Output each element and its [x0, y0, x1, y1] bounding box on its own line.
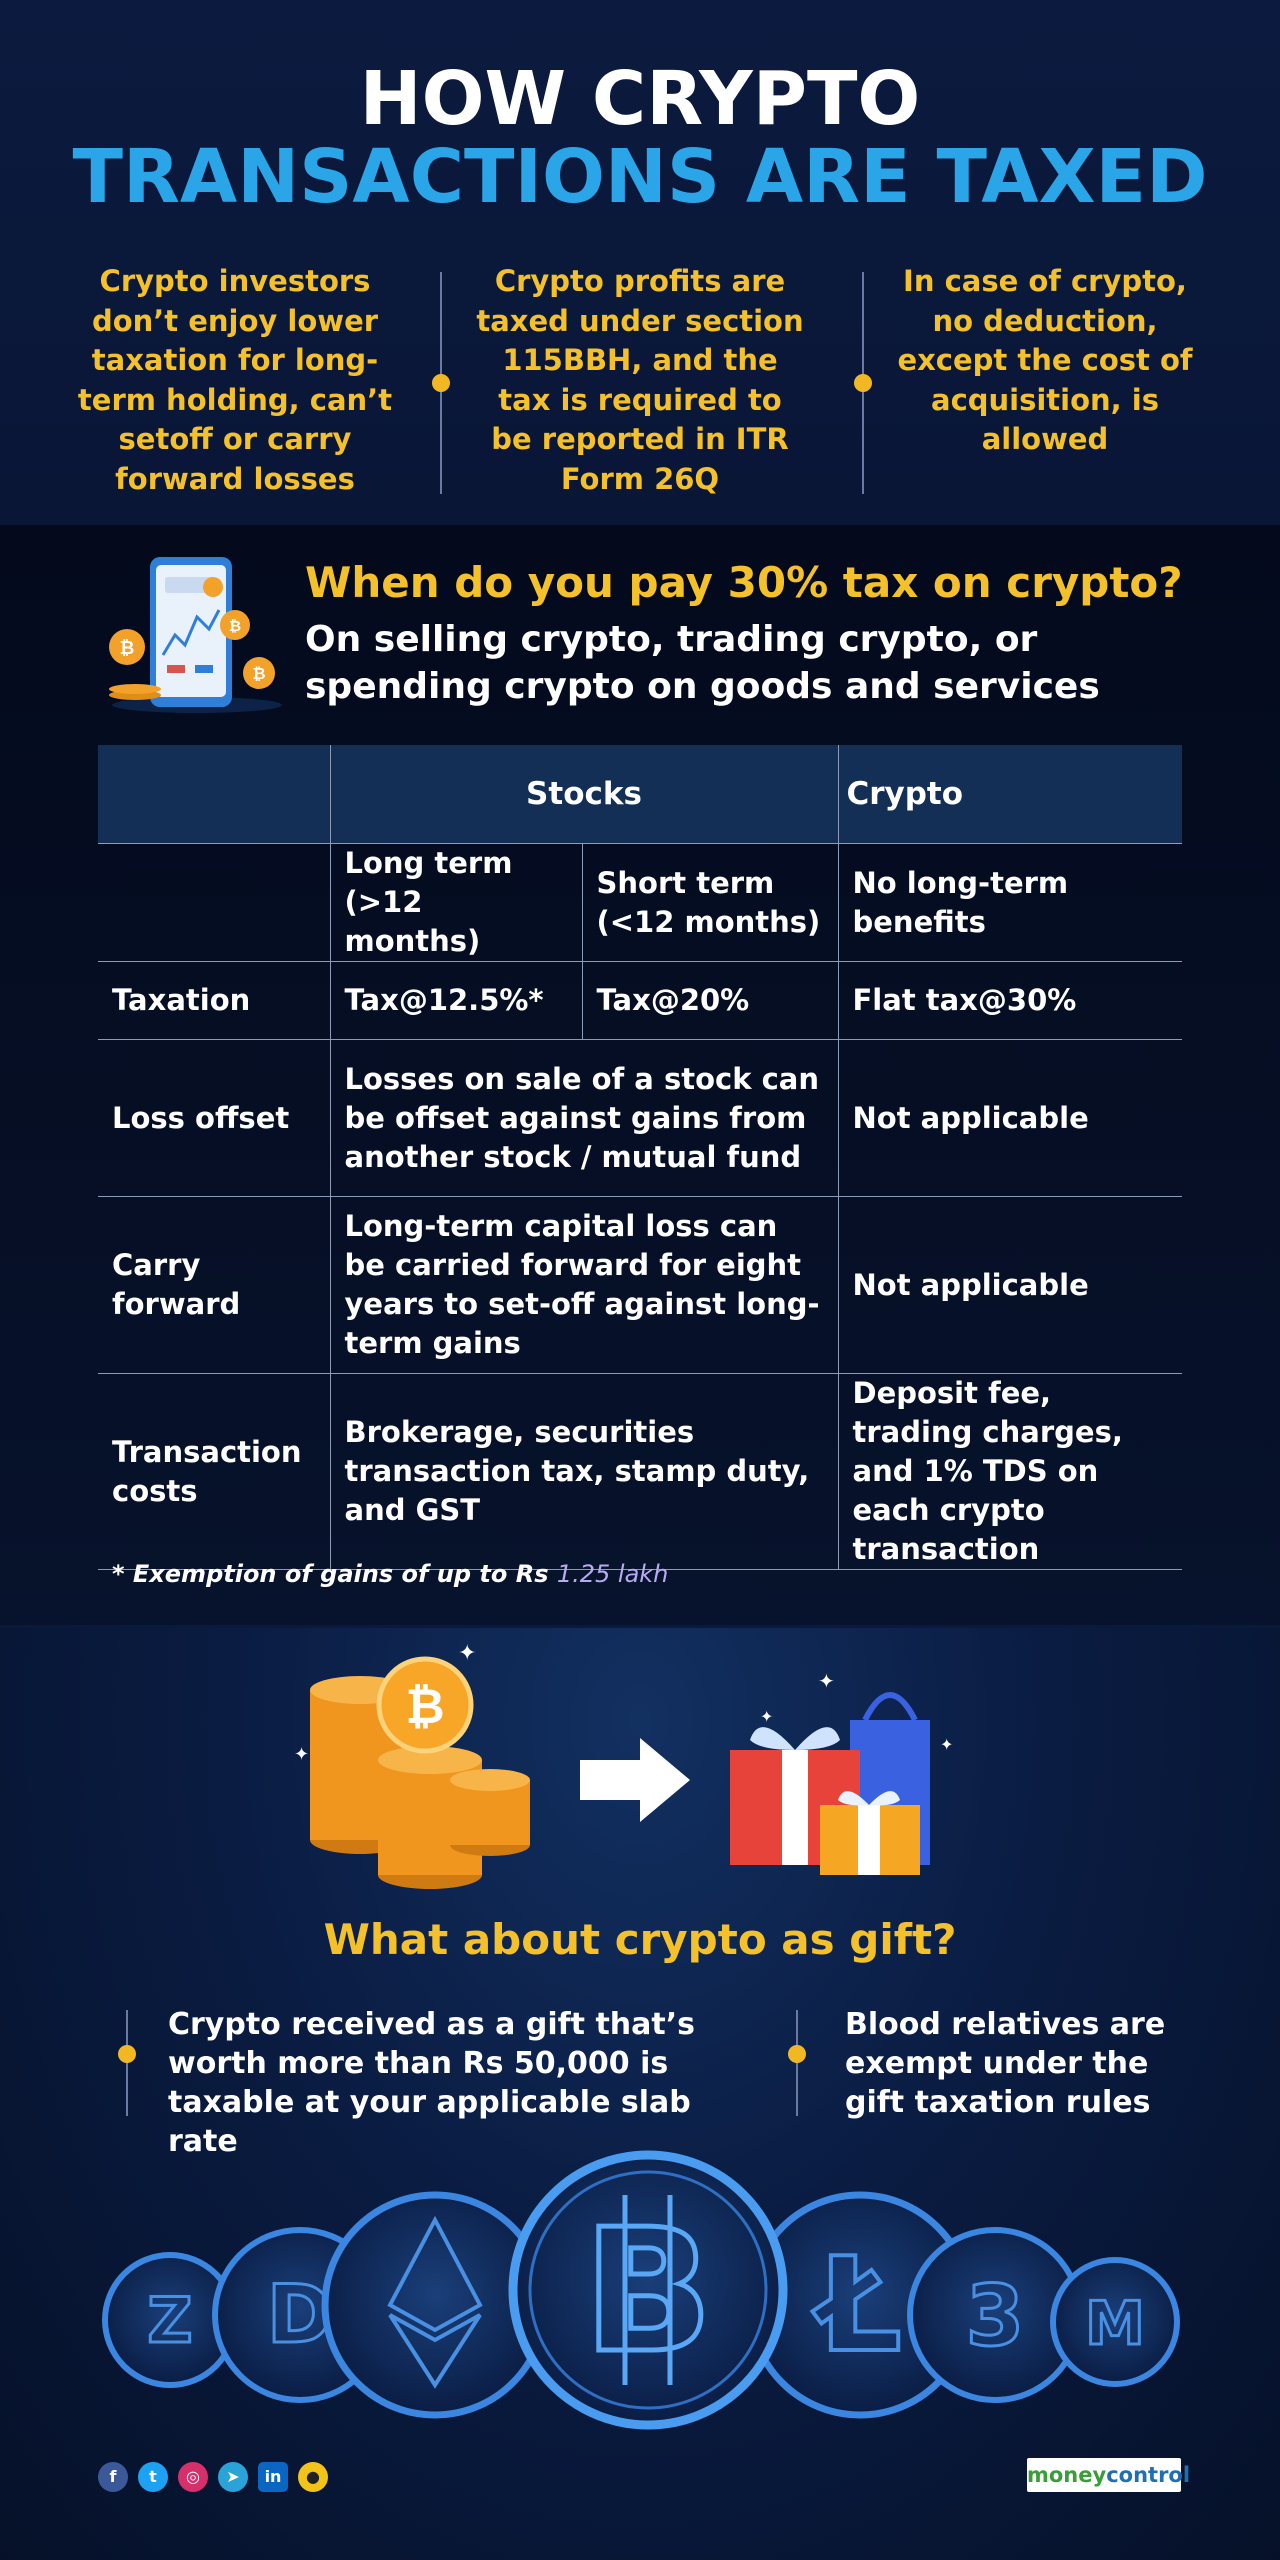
table-cell: Flat tax@30%	[837, 961, 1182, 1040]
table-cell: Tax@20%	[581, 961, 838, 1040]
twitter-icon[interactable]: t	[138, 2462, 168, 2492]
table-row: Carry forward Long-term capital loss can…	[98, 1196, 1182, 1374]
svg-text:3: 3	[966, 2267, 1024, 2365]
ethereum-coin-icon	[321, 2191, 549, 2419]
crypto-header: Crypto	[837, 745, 1182, 844]
row-label: Taxation	[98, 961, 330, 1040]
title-line-2: TRANSACTIONS ARE TAXED	[72, 134, 1208, 220]
divider-line	[796, 2010, 798, 2116]
crypto-coins-illustration: Z D Ł 3 M B	[102, 2150, 1180, 2430]
svg-text:₿: ₿	[120, 638, 135, 659]
fact-2: Crypto profits are taxed under section 1…	[476, 264, 804, 496]
table-row: Taxation Tax@12.5%* Tax@20% Flat tax@30%	[98, 961, 1182, 1040]
row-label: Carry forward	[98, 1196, 330, 1374]
svg-text:✦: ✦	[760, 1707, 773, 1726]
logo-text-control: control	[1106, 2463, 1191, 2487]
linkedin-icon[interactable]: in	[258, 2462, 288, 2492]
zcash-coin-icon: Z	[102, 2252, 238, 2388]
social-links: f t ◎ ➤ in ●	[98, 2462, 328, 2492]
section-heading: When do you pay 30% tax on crypto?	[305, 558, 1183, 607]
table-row: Loss offset Losses on sale of a stock ca…	[98, 1039, 1182, 1197]
svg-text:✦: ✦	[458, 1641, 476, 1666]
table-cell: Not applicable	[837, 1196, 1182, 1374]
svg-text:₿: ₿	[229, 617, 241, 635]
crypto-term-label: No long-term benefits	[837, 843, 1182, 962]
fact-1: Crypto investors don’t enjoy lower taxat…	[77, 264, 393, 496]
key-facts: Crypto investors don’t enjoy lower taxat…	[70, 262, 1210, 502]
bitcoin-coin-icon: B	[508, 2150, 788, 2430]
table-header-row: Stocks Crypto	[98, 745, 1182, 844]
table-cell: Long-term capital loss can be carried fo…	[329, 1196, 838, 1374]
fact-3: In case of crypto, no deduction, except …	[897, 264, 1193, 456]
gift-box-icon: ✦ ✦ ✦	[730, 1669, 953, 1875]
telegram-icon[interactable]: ➤	[218, 2462, 248, 2492]
table-cell: Not applicable	[837, 1039, 1182, 1197]
svg-text:₿: ₿	[252, 664, 265, 683]
page-title: HOW CRYPTO TRANSACTIONS ARE TAXED	[0, 60, 1280, 216]
table-header-cell	[98, 745, 330, 844]
divider-dot	[118, 2045, 136, 2063]
arrow-right-icon	[580, 1738, 690, 1822]
svg-text:Z: Z	[148, 2284, 193, 2357]
monero-coin-icon: M	[1050, 2257, 1180, 2387]
table-row: Transaction costs Brokerage, securities …	[98, 1373, 1182, 1570]
long-term-label: Long term (>12 months)	[329, 843, 582, 962]
coins-to-gift-illustration: ₿ ✦ ✦ ✦ ✦ ✦	[294, 1641, 953, 1889]
table-cell	[98, 843, 330, 962]
table-cell: Brokerage, securities transaction tax, s…	[329, 1373, 838, 1570]
logo-text-money: money	[1027, 2463, 1107, 2487]
tax-comparison-table: Stocks Crypto Long term (>12 months) Sho…	[98, 745, 1182, 1570]
svg-text:M: M	[1085, 2289, 1145, 2359]
table-cell: Losses on sale of a stock can be offset …	[329, 1039, 838, 1197]
section-subheading: On selling crypto, trading crypto, or sp…	[305, 619, 1100, 707]
svg-text:B: B	[583, 2193, 713, 2391]
gift-point-1: Crypto received as a gift that’s worth m…	[168, 2007, 695, 2159]
row-label: Loss offset	[98, 1039, 330, 1197]
phone-chart-icon: ₿ ₿ ₿	[109, 557, 282, 713]
svg-text:✦: ✦	[818, 1669, 835, 1693]
instagram-icon[interactable]: ◎	[178, 2462, 208, 2492]
table-cell: Deposit fee, trading charges, and 1% TDS…	[837, 1373, 1182, 1570]
footnote-value: 1.25 lakh	[556, 1560, 669, 1588]
table-cell: Tax@12.5%*	[329, 961, 582, 1040]
table-subheader-row: Long term (>12 months) Short term (<12 m…	[98, 843, 1182, 962]
facebook-icon[interactable]: f	[98, 2462, 128, 2492]
divider-dot	[432, 374, 450, 392]
title-line-1: HOW CRYPTO	[359, 56, 921, 142]
footnote-text: * Exemption of gains of up to Rs	[112, 1560, 557, 1588]
svg-text:✦: ✦	[940, 1735, 953, 1754]
stocks-header: Stocks	[329, 745, 838, 844]
koo-icon[interactable]: ●	[298, 2462, 328, 2492]
svg-text:Ł: Ł	[812, 2229, 901, 2381]
svg-text:₿: ₿	[405, 1679, 444, 1735]
moneycontrol-logo: moneycontrol	[1027, 2458, 1190, 2492]
divider-dot	[788, 2045, 806, 2063]
divider-dot	[854, 374, 872, 392]
section-heading: What about crypto as gift?	[323, 1915, 957, 1964]
gift-point-2: Blood relatives are exempt under the gif…	[845, 2007, 1166, 2120]
row-label: Transaction costs	[98, 1373, 330, 1570]
short-term-label: Short term (<12 months)	[581, 843, 838, 962]
footnote: * Exemption of gains of up to Rs 1.25 la…	[112, 1560, 668, 1588]
divider-line	[126, 2010, 128, 2116]
svg-text:✦: ✦	[294, 1744, 309, 1765]
coin-stack-icon: ₿ ✦ ✦	[294, 1641, 530, 1889]
